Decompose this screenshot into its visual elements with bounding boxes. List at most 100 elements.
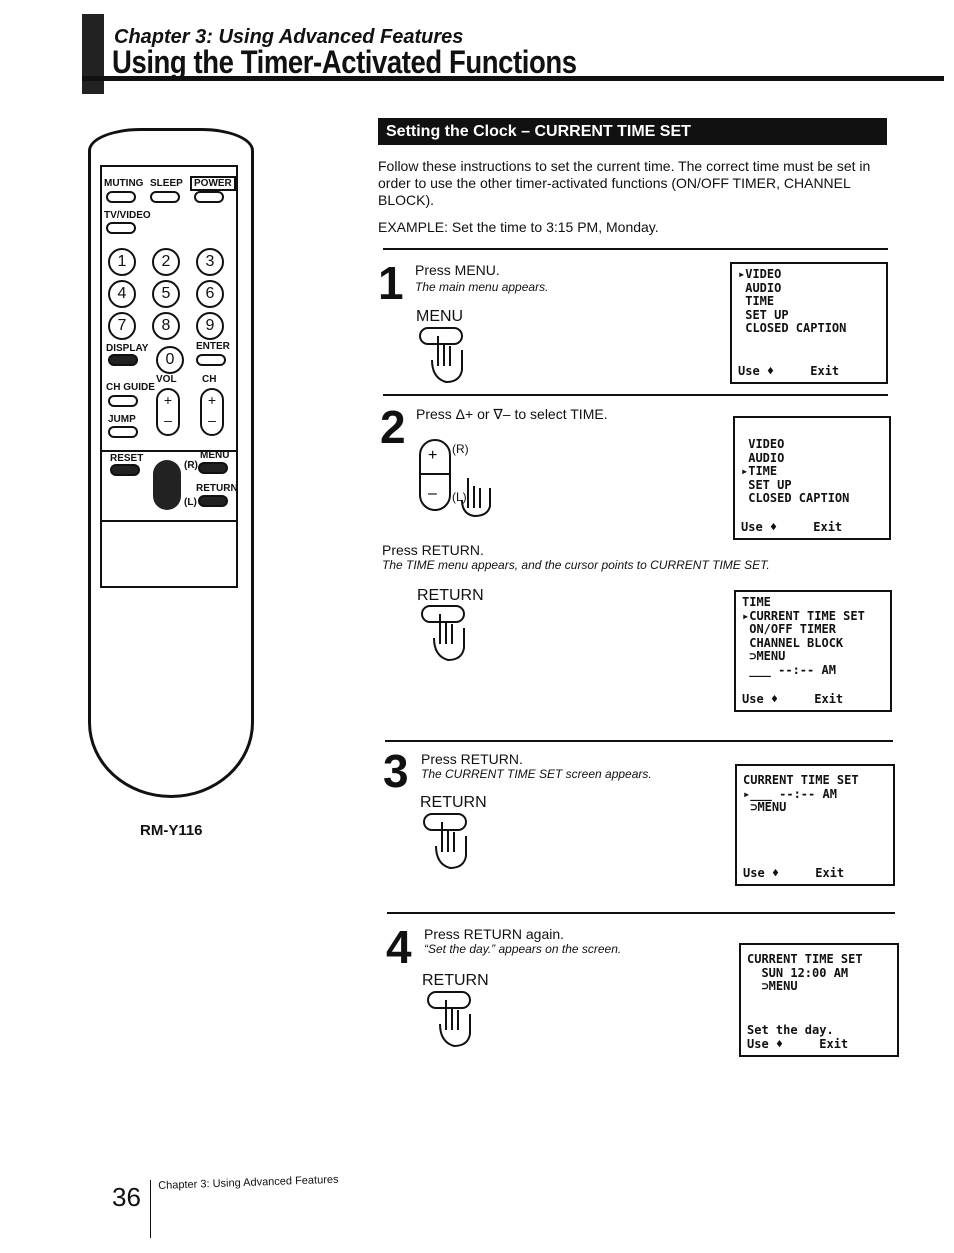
digit-3-button: 3 [196,248,224,276]
jump-button [108,426,138,438]
vol-rocker: +– [156,388,180,436]
step-1-note: The main menu appears. [415,280,549,294]
example-text: EXAMPLE: Set the time to 3:15 PM, Monday… [378,219,659,235]
enter-button [196,354,226,366]
remote-button-area [100,165,238,450]
osd-line: CLOSED CAPTION [741,491,850,505]
step-2-text: Press Δ+ or ∇– to select TIME. [416,406,608,422]
digit-1-button: 1 [108,248,136,276]
step-2-rule [383,394,888,396]
return-label: RETURN [196,483,238,494]
digit-0-button: 0 [156,346,184,374]
step-2-sub-note: The TIME menu appears, and the cursor po… [382,558,770,572]
step-2-return-label: RETURN [417,587,484,604]
osd-main-menu: ▸VIDEO AUDIO TIME SET UP CLOSED CAPTION … [730,262,888,384]
step-4-text: Press RETURN again. [424,926,565,942]
osd-line: CURRENT TIME SET [747,952,863,966]
joystick-button [153,460,181,510]
hand-press-icon [421,605,465,662]
step-1-text: Press MENU. [415,262,500,278]
osd-time-menu: TIME ▸CURRENT TIME SET ON/OFF TIMER CHAN… [734,590,892,712]
osd-line: TIME [742,595,771,609]
osd-line: ⊃MENU [743,800,787,814]
digit-2-button: 2 [152,248,180,276]
osd-line: ▸VIDEO [738,267,782,281]
sleep-button [150,191,180,203]
step-4-rule [387,912,895,914]
osd-footer-text: Use ♦ Exit [741,519,843,534]
tvvideo-label: TV/VIDEO [104,210,151,221]
step-4-number: 4 [386,921,412,973]
menu-button [198,462,228,474]
footer-divider [150,1180,151,1238]
page-title: Using the Timer-Activated Functions [112,44,577,80]
reset-label: RESET [110,453,144,464]
step-3-rule [385,740,893,742]
chapter-marker [82,14,104,94]
osd-line: ▸TIME [741,464,778,478]
enter-label: ENTER [196,341,230,352]
step-4-button-label: RETURN [422,972,489,989]
step-3-number: 3 [383,745,409,797]
osd-set-the-day: CURRENT TIME SET SUN 12:00 AM ⊃MENU Set … [739,943,899,1057]
chapter-heading: Chapter 3: Using Advanced Features [114,26,464,48]
ch-rocker: +– [200,388,224,436]
osd-line: SUN 12:00 AM [747,965,849,980]
osd-footer: Use ♦ Exit [741,519,843,535]
svg-text:–: – [428,485,437,502]
chguide-button [108,395,138,407]
osd-current-time-set: CURRENT TIME SET ▸___ --:-- AM ⊃MENU Use… [735,764,895,886]
osd-line: ON/OFF TIMER [742,622,836,636]
osd-line: AUDIO [738,280,782,295]
hand-press-icon [423,813,467,870]
muting-button [106,191,136,203]
section-title-bar: Setting the Clock – CURRENT TIME SET [378,118,887,145]
digit-6-button: 6 [196,280,224,308]
osd-line: ▸CURRENT TIME SET [742,608,865,623]
osd-line: TIME [738,294,775,308]
menu-label: MENU [200,450,230,461]
osd-line: AUDIO [741,450,785,465]
l-label: (L) [184,497,197,508]
osd-line: CHANNEL BLOCK [742,635,844,650]
osd-line: ⊃MENU [742,649,786,663]
digit-4-button: 4 [108,280,136,308]
vol-label: VOL [156,374,177,385]
jump-label: JUMP [108,414,136,425]
footer-chapter: Chapter 3: Using Advanced Features [158,1173,339,1192]
osd-line: ___ --:-- AM [742,662,836,677]
muting-label: MUTING [104,178,144,189]
digit-9-button: 9 [196,312,224,340]
osd-footer-text: Set the day. Use ♦ Exit [747,1023,849,1051]
step-1-button-label: MENU [416,308,464,325]
chguide-label: CH GUIDE [106,382,155,393]
step-3-text: Press RETURN. [421,751,523,767]
step-2-sub-text: Press RETURN. [382,542,484,558]
osd-footer: Use ♦ Exit [738,364,839,379]
intro-paragraph: Follow these instructions to set the cur… [378,158,871,208]
r-indicator: (R) [452,442,469,456]
step-3-button-label: RETURN [420,794,487,811]
osd-footer: Use ♦ Exit [742,691,844,707]
page-number: 36 [112,1182,141,1212]
osd-line: SET UP [741,477,792,492]
title-rule [82,76,944,81]
sleep-label: SLEEP [150,178,183,189]
hand-press-icon [427,991,471,1048]
power-button [194,191,224,203]
step-3-note: The CURRENT TIME SET screen appears. [421,767,652,781]
osd-footer-text: Use ♦ Exit [742,691,844,706]
reset-button [110,464,140,476]
osd-line: ⊃MENU [747,979,798,993]
osd-line: ▸___ --:-- AM [743,786,837,801]
tvvideo-button [106,222,136,234]
osd-line: CURRENT TIME SET [743,773,859,787]
r-label: (R) [184,460,198,471]
osd-footer: Use ♦ Exit [743,865,845,881]
power-label: POWER [190,176,236,191]
return-button [198,495,228,507]
plus-minus-rocker-icon: + – [419,439,491,518]
osd-footer-text: Use ♦ Exit [743,865,845,880]
hand-press-icon [419,327,463,384]
display-label: DISPLAY [106,343,149,354]
